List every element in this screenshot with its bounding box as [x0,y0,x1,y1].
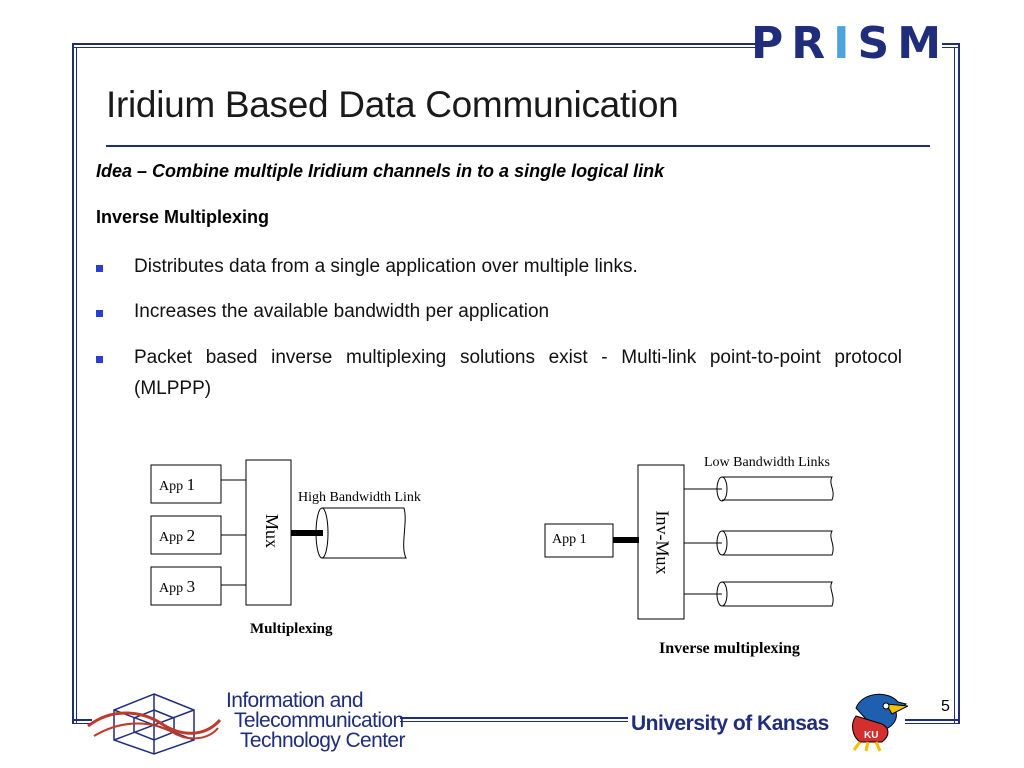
bullet-text: Distributes data from a single applicati… [134,256,638,277]
mux-app-label: App 2 [159,526,196,545]
jayhawk-mascot-icon: KU [852,693,908,752]
page-number: 5 [941,698,950,715]
bullet-text: Packet based inverse multiplexing soluti… [134,347,902,399]
frame-top-right-line [942,43,960,45]
frame-right-line-2 [954,47,955,723]
bullet-square-icon [96,265,103,272]
ittc-line: Information and [226,689,364,712]
inverse-multiplexing-caption: Inverse multiplexing [659,640,800,657]
idea-statement: Idea – Combine multiple Iridium channels… [96,161,665,181]
mux-app-box [150,566,222,606]
frame-top-line-2 [72,47,762,48]
bullet-square-icon [96,310,103,317]
bullet-square-icon [96,356,103,363]
mux-app-box [150,464,222,504]
frame-left-line-2 [76,47,77,723]
frame-bottom-mid-line-2 [400,721,628,722]
invmux-box-label: Inv-Mux [652,510,673,575]
university-name: University of Kansas [631,712,829,735]
mux-link-connector [291,530,323,536]
ittc-line: Technology Center [240,729,406,752]
frame-top-line [72,43,762,45]
frame-top-right-line-2 [942,47,960,48]
frame-bottom-right-line-2 [905,723,960,724]
ittc-line: Telecommunication [234,709,404,732]
mux-app-label: App 1 [159,475,196,494]
bullet-text: Increases the available bandwidth per ap… [134,301,550,322]
slide-title: Iridium Based Data Communication [106,84,679,125]
prism-logo: PRISM [750,18,949,69]
low-bandwidth-link [722,581,834,607]
mux-app-label: App 3 [159,577,196,596]
ittc-logo-icon [87,693,222,755]
frame-bottom-right-line [905,719,960,721]
invmux-app-label: App 1 [552,532,587,547]
frame-bottom-mid-line [400,717,628,719]
low-bandwidth-links-label: Low Bandwidth Links [704,455,830,470]
frame-left-line [72,43,74,723]
low-bandwidth-link [722,476,834,501]
subheading: Inverse Multiplexing [96,207,270,227]
multiplexing-caption: Multiplexing [250,621,333,637]
frame-bottom-left-line [72,719,92,721]
high-bandwidth-link-label: High Bandwidth Link [298,490,421,505]
frame-right-line [958,43,960,723]
ittc-name: Information and Telecommunication Techno… [226,689,406,752]
high-bandwidth-link [322,507,407,559]
frame-bottom-left-line-2 [72,723,92,724]
title-underline [106,145,930,147]
ku-badge-text: KU [864,730,878,741]
mux-box-label: Mux [262,514,282,549]
low-bandwidth-link [722,530,834,556]
invmux-link-connector [613,537,639,543]
